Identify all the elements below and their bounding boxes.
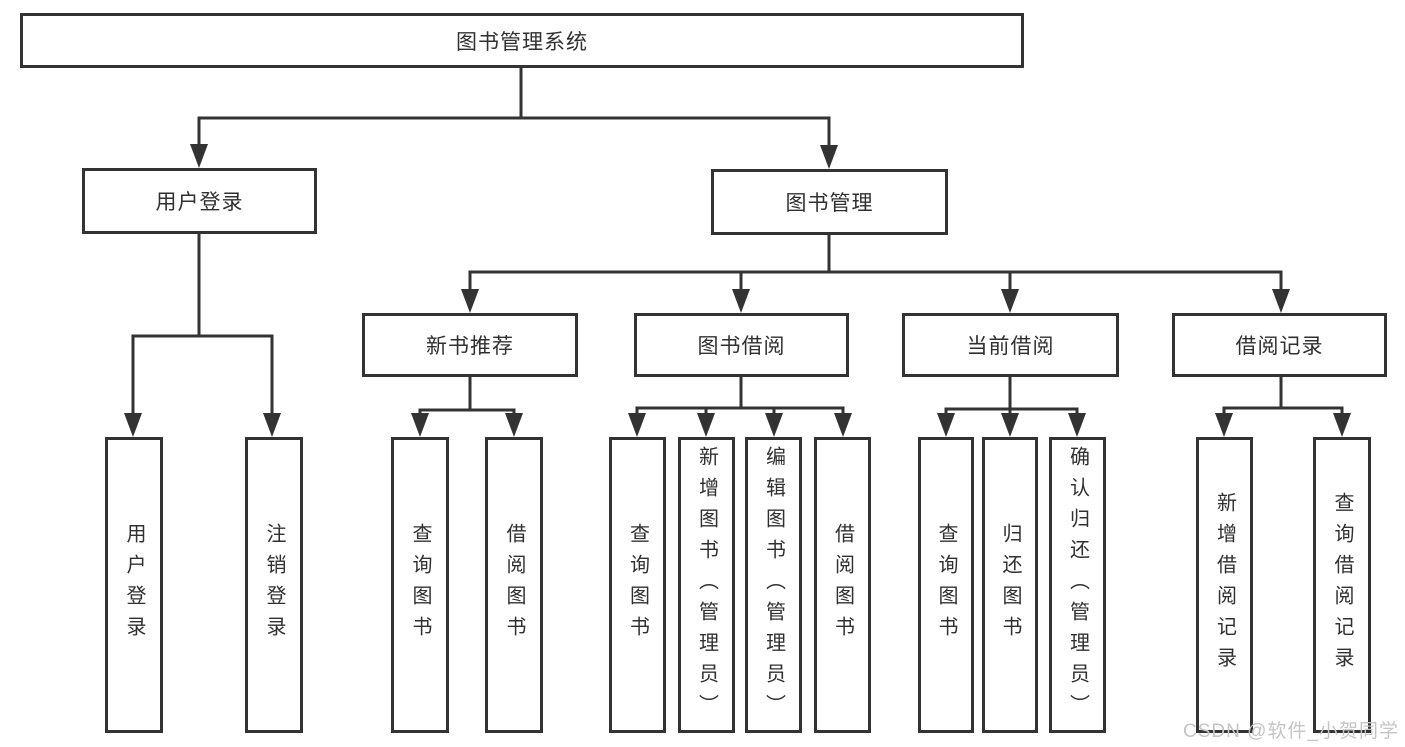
node-leaf-query-borrow-record: 查询借阅记录 [1313, 437, 1371, 733]
node-leaf-logout: 注销登录 [245, 437, 303, 733]
node-leaf-user-login: 用户登录 [105, 437, 163, 733]
connector-borrow-records-children [1215, 377, 1351, 437]
node-leaf-borrow-books-2: 借阅图书 [814, 437, 871, 733]
node-leaf-confirm-return-admin: 确认归还（管理员） [1049, 437, 1106, 733]
connector-book-mgmt-to-modules [461, 235, 1290, 313]
node-new-book-recommend: 新书推荐 [362, 313, 578, 377]
node-root: 图书管理系统 [20, 13, 1024, 68]
node-borrow-records: 借阅记录 [1172, 313, 1387, 377]
node-book-management: 图书管理 [711, 169, 948, 235]
node-current-borrow: 当前借阅 [902, 313, 1119, 377]
connector-user-login-children [124, 234, 281, 437]
node-leaf-query-books-2: 查询图书 [609, 437, 666, 733]
node-user-login: 用户登录 [82, 168, 317, 234]
node-leaf-return-books: 归还图书 [982, 437, 1038, 733]
node-leaf-add-borrow-record: 新增借阅记录 [1196, 437, 1253, 733]
node-leaf-borrow-books-1: 借阅图书 [485, 437, 543, 733]
csdn-watermark: CSDN @软件_小贺同学 [1183, 721, 1399, 742]
connector-root-to-level2 [190, 68, 838, 169]
connector-book-borrow-children [628, 377, 852, 437]
node-leaf-edit-books-admin: 编辑图书（管理员） [745, 437, 802, 733]
node-leaf-add-books-admin: 新增图书（管理员） [678, 437, 735, 733]
connector-new-book-children [411, 377, 523, 437]
node-leaf-query-books-1: 查询图书 [391, 437, 449, 733]
node-book-borrow: 图书借阅 [634, 313, 849, 377]
connector-current-borrow-children [937, 377, 1086, 437]
node-leaf-query-books-3: 查询图书 [918, 437, 974, 733]
